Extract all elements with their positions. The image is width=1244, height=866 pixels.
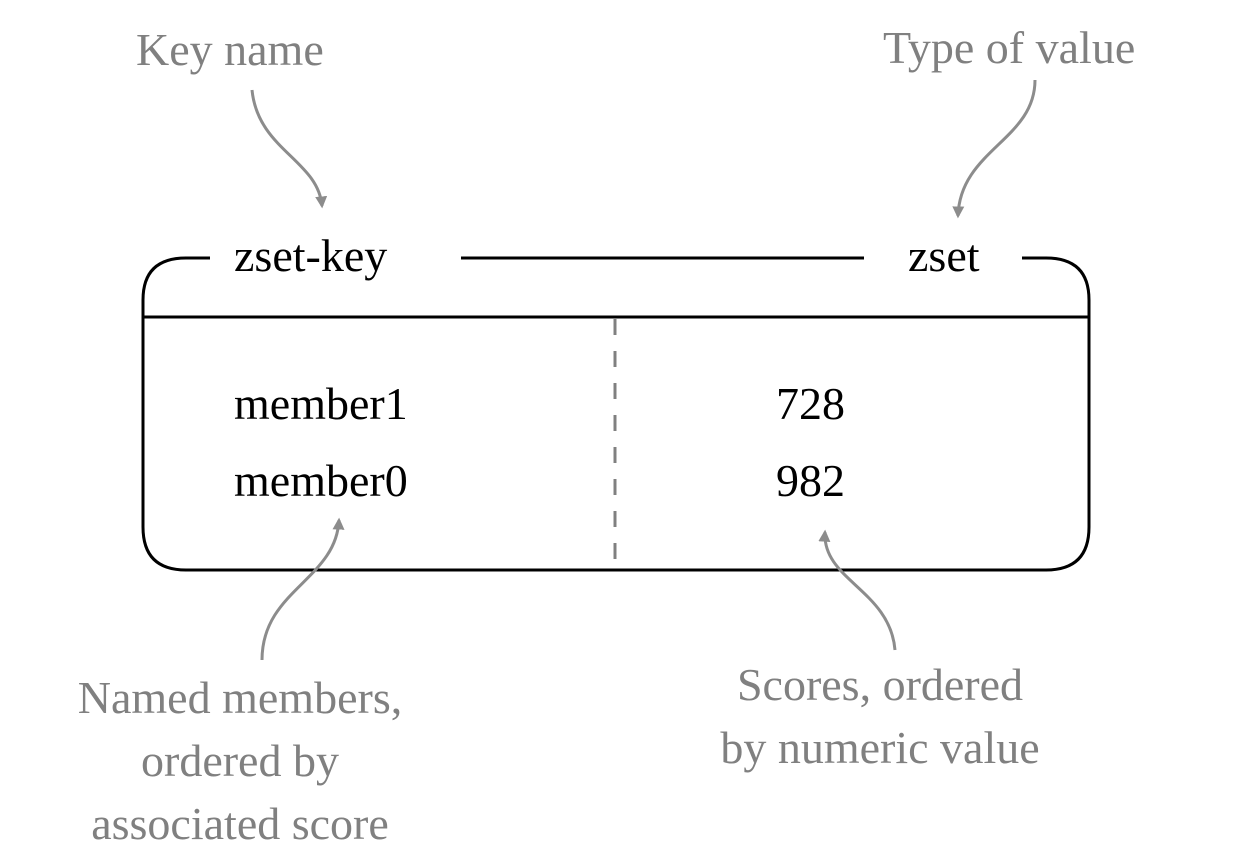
member-cell: member1 — [234, 378, 408, 429]
key-name-label: zset-key — [234, 230, 388, 281]
container-outline — [141, 256, 1091, 572]
members-note-line: Named members, — [77, 672, 403, 723]
members-note: Named members, ordered by associated sco… — [40, 675, 440, 864]
type-of-value-arrow — [952, 79, 1037, 219]
members-note-line: ordered by — [141, 735, 339, 786]
scores-note-arrow — [818, 529, 897, 651]
scores-note: Scores, ordered by numeric value — [680, 662, 1080, 788]
score-cell: 982 — [776, 455, 845, 506]
member-cell: member0 — [234, 455, 408, 506]
score-cell: 728 — [776, 378, 845, 429]
key-name-annotation: Key name — [136, 24, 324, 75]
type-of-value-annotation: Type of value — [883, 22, 1136, 73]
scores-note-line: by numeric value — [720, 722, 1040, 773]
members-note-line: associated score — [91, 798, 389, 849]
key-name-arrow — [250, 89, 328, 209]
scores-note-line: Scores, ordered — [736, 659, 1024, 710]
value-type-label: zset — [908, 230, 980, 281]
members-note-arrow — [260, 517, 345, 661]
